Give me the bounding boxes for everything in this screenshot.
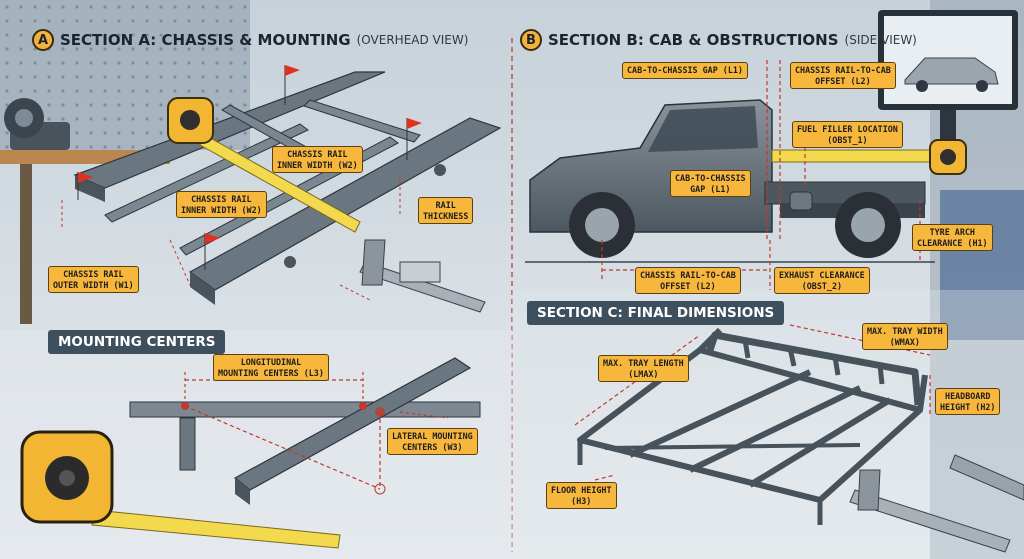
section-b-subtitle: (SIDE VIEW) [844,33,917,47]
label-cab-gap-top: CAB-TO-CHASSIS GAP (L1) [622,62,748,79]
section-c-title: SECTION C: FINAL DIMENSIONS [527,301,785,325]
section-a-badge: A [32,29,54,51]
bench-grinder-icon [4,98,70,150]
caliper-c-icon [849,469,1011,553]
mounting-rails [129,357,481,505]
tape-measure-a [167,97,361,233]
wrench-icon [949,454,1024,501]
section-a-title: SECTION A: CHASSIS & MOUNTING [60,31,351,49]
mounting-centers-title: MOUNTING CENTERS [48,330,226,354]
label-floor-height: FLOOR HEIGHT(H3) [546,482,617,509]
label-exhaust: EXHAUST CLEARANCE(OBST_2) [774,267,870,294]
section-b-header: B SECTION B: CAB & OBSTRUCTIONS (SIDE VI… [520,29,917,51]
flag-icon [77,65,422,270]
truck-side [529,99,967,258]
chassis-frame [73,71,502,305]
tray-frame [577,327,928,525]
tape-measure-b [20,430,341,549]
label-fuel-filler: FUEL FILLER LOCATION(OBST_1) [792,121,903,148]
section-a-header: A SECTION A: CHASSIS & MOUNTING (OVERHEA… [32,29,468,51]
section-a-subtitle: (OVERHEAD VIEW) [356,33,469,47]
label-tray-length: MAX. TRAY LENGTH(LMAX) [598,355,689,382]
section-b-badge: B [520,29,542,51]
tool-cabinet [940,190,1024,340]
tray-deck [771,139,967,175]
label-tray-width: MAX. TRAY WIDTH(WMAX) [862,323,948,350]
monitor-icon [878,10,1018,150]
section-b-title: SECTION B: CAB & OBSTRUCTIONS [548,31,839,49]
caliper-icon [359,239,486,313]
